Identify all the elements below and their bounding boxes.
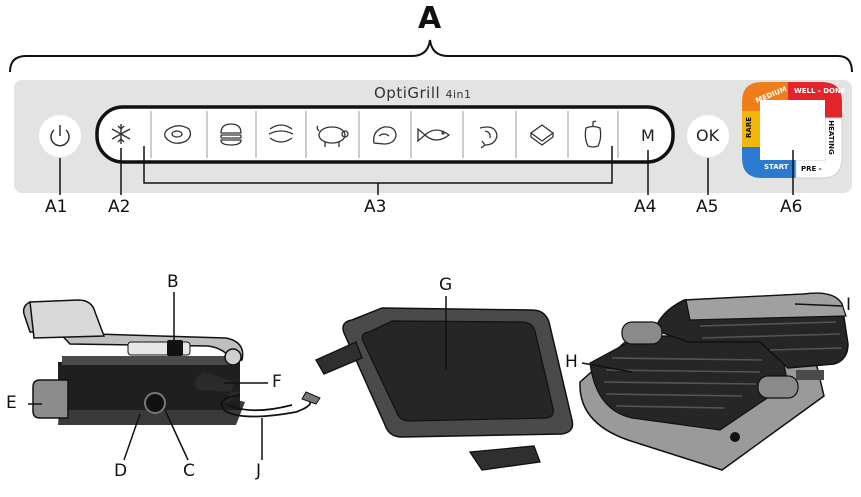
- sandwich-icon: [529, 124, 555, 146]
- snowflake-icon: [111, 124, 131, 144]
- label-i: I: [846, 295, 852, 315]
- label-e: E: [6, 393, 17, 413]
- ring-pre: PRE -: [801, 165, 822, 173]
- pork-icon: [316, 125, 349, 147]
- ok-button: [687, 115, 729, 157]
- sausage-icon: [268, 124, 294, 143]
- label-b: B: [167, 272, 179, 292]
- label-c: C: [183, 461, 195, 481]
- label-f: F: [272, 372, 282, 392]
- doneness-ring: [742, 82, 843, 179]
- fish-icon: [417, 127, 451, 143]
- label-a3: A3: [364, 197, 387, 217]
- label-h: H: [565, 352, 578, 372]
- poultry-icon: [373, 126, 397, 145]
- baking-tray: [315, 307, 574, 471]
- grill-closed: [22, 299, 321, 425]
- label-a4: A4: [634, 197, 657, 217]
- shrimp-icon: [479, 126, 498, 149]
- label-d: D: [114, 461, 128, 481]
- burger-icon: [220, 123, 242, 146]
- label-g: G: [439, 275, 453, 295]
- label-a2: A2: [108, 197, 131, 217]
- ok-button-label: OK: [696, 126, 720, 145]
- brace-a: [9, 39, 853, 73]
- ring-rare: RARE: [744, 117, 753, 138]
- brand-name: OptiGrill 4in1: [374, 84, 472, 102]
- label-a1: A1: [45, 197, 68, 217]
- steak-icon: [164, 125, 192, 144]
- label-a6: A6: [780, 197, 803, 217]
- label-j: J: [256, 461, 262, 481]
- pepper-icon: [584, 120, 602, 148]
- label-a: A: [418, 1, 442, 36]
- grill-open: [579, 292, 849, 471]
- ring-well-done: WELL - DONE: [794, 87, 846, 95]
- label-a5: A5: [696, 197, 719, 217]
- power-icon: [50, 125, 70, 147]
- ring-heating: HEATING: [826, 120, 835, 155]
- ring-start: START: [764, 163, 789, 171]
- m-button-label: M: [641, 126, 655, 145]
